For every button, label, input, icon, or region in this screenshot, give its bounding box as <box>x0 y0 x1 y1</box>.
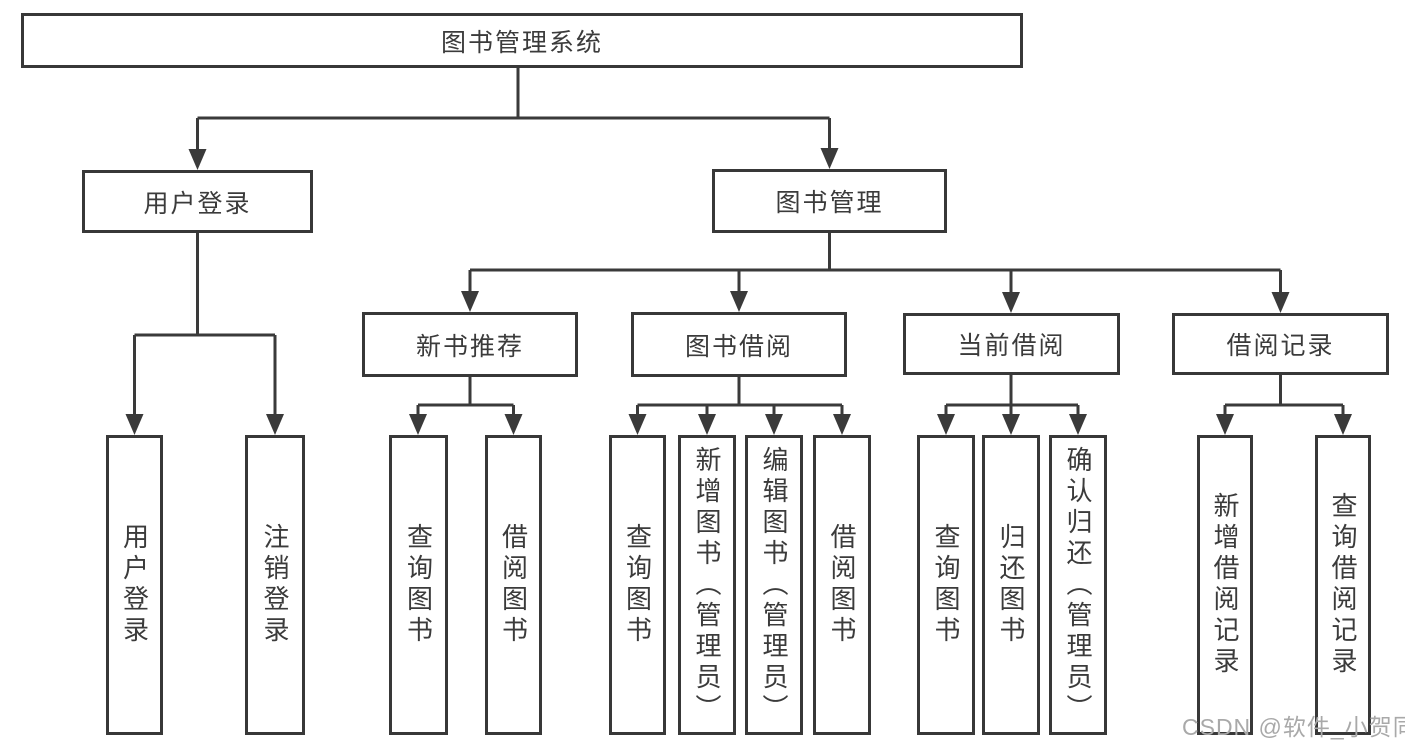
connector-book-borrow-group <box>636 377 844 420</box>
arrowhead-leaf <box>125 414 144 435</box>
node-current-borrowing: 当前借阅 <box>903 313 1120 375</box>
arrowhead-leaf <box>1002 414 1020 435</box>
arrowhead-level3 <box>1002 292 1020 313</box>
arrowhead-leaf <box>833 414 851 435</box>
node-user-login: 用户登录 <box>82 170 313 233</box>
connector-book-management-group <box>468 233 1282 296</box>
leaf-current-query-books: 查询图书 <box>917 435 975 735</box>
connector-current-borrow-group <box>944 375 1080 420</box>
arrowhead-level3 <box>1271 292 1290 313</box>
leaf-newbook-borrow-books: 借阅图书 <box>485 435 542 735</box>
leaf-records-add-record: 新增借阅记录 <box>1197 435 1253 735</box>
csdn-watermark: CSDN @软件_小贺同学 <box>1182 714 1405 740</box>
node-root: 图书管理系统 <box>21 13 1023 68</box>
connector-root-to-level2 <box>196 68 831 153</box>
node-book-management: 图书管理 <box>712 169 947 233</box>
arrowhead-leaf <box>266 414 284 435</box>
leaf-borrow-edit-books-admin: 编辑图书（管理员） <box>745 435 803 735</box>
arrowhead-user-login <box>188 149 207 170</box>
arrowhead-leaf <box>1334 414 1352 435</box>
connector-user-login-group <box>133 233 277 420</box>
leaf-borrow-query-books: 查询图书 <box>609 435 666 735</box>
node-borrowing-records: 借阅记录 <box>1172 313 1389 375</box>
arrowhead-leaf <box>504 414 523 435</box>
connector-records-group <box>1223 375 1345 420</box>
node-new-book-recommend: 新书推荐 <box>362 312 578 377</box>
leaf-current-return-books: 归还图书 <box>982 435 1040 735</box>
arrowhead-leaf <box>628 414 647 435</box>
leaf-logout: 注销登录 <box>245 435 305 735</box>
arrowhead-leaf <box>409 414 427 435</box>
node-book-borrowing: 图书借阅 <box>631 312 847 377</box>
arrowhead-book-management <box>820 148 839 169</box>
arrowhead-leaf <box>937 414 955 435</box>
leaf-user-login: 用户登录 <box>106 435 163 735</box>
leaf-newbook-query-books: 查询图书 <box>389 435 448 735</box>
arrowhead-leaf <box>698 414 716 435</box>
arrowhead-leaf <box>1069 414 1087 435</box>
leaf-records-query-record: 查询借阅记录 <box>1315 435 1371 735</box>
leaf-borrow-add-books-admin: 新增图书（管理员） <box>678 435 736 735</box>
arrowhead-leaf <box>1216 414 1234 435</box>
arrowhead-level3 <box>730 291 748 312</box>
connector-new-book-group <box>416 377 515 420</box>
leaf-borrow-borrow-books: 借阅图书 <box>813 435 871 735</box>
leaf-current-confirm-return-admin: 确认归还（管理员） <box>1049 435 1107 735</box>
arrowhead-leaf <box>765 414 783 435</box>
arrowhead-level3 <box>461 291 479 312</box>
